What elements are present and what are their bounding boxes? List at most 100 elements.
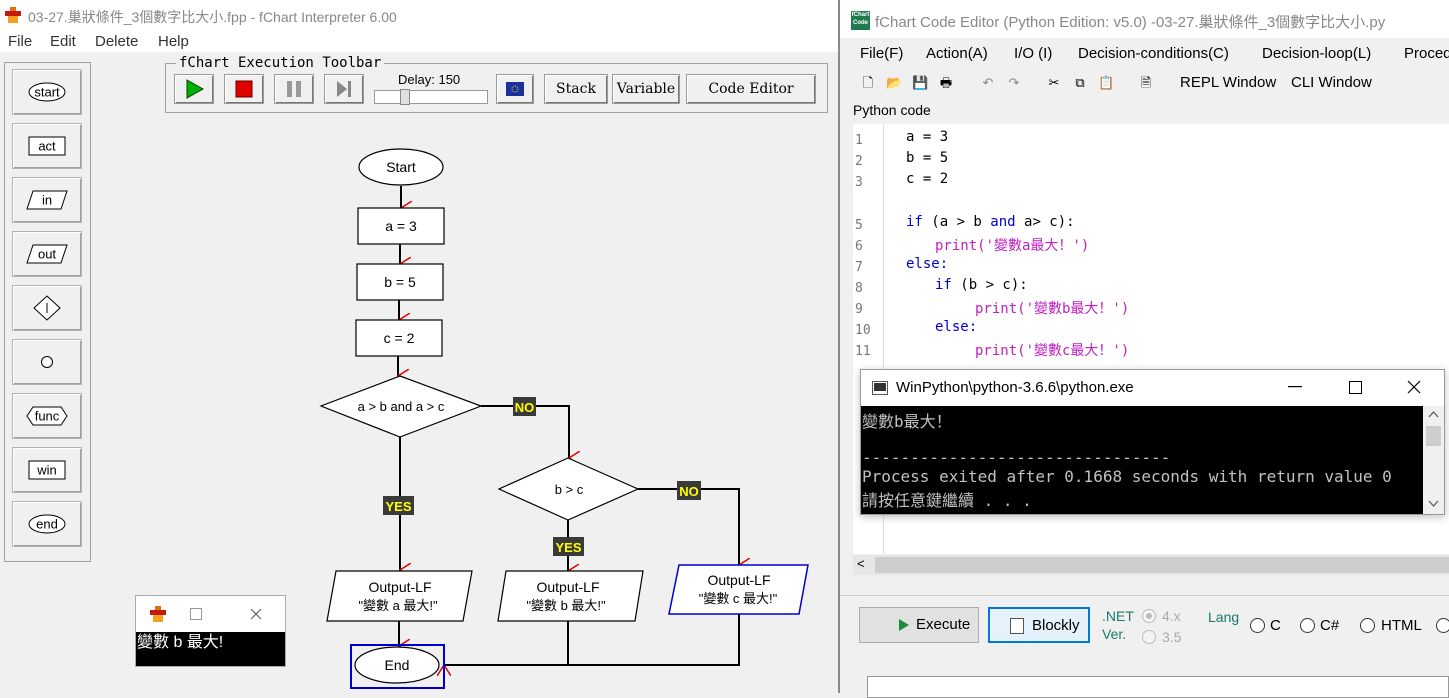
flow-output-c-node[interactable] [668, 564, 809, 615]
scroll-left-icon[interactable]: < [857, 556, 865, 571]
palette-end-button[interactable]: end [12, 501, 82, 547]
menu-file[interactable]: File [8, 33, 33, 50]
save-icon[interactable]: 💾 [912, 75, 929, 90]
run-button[interactable] [174, 74, 214, 104]
palette-act-button[interactable]: act [12, 123, 82, 169]
fchart-mini-icon [150, 606, 166, 622]
radio-lang-c[interactable] [1250, 618, 1265, 633]
palette-out-label: out [37, 246, 57, 262]
radio-lang-csharp[interactable] [1300, 618, 1315, 633]
console-line: 請按任意鍵繼續 . . . [862, 491, 1032, 510]
radio-lang-html[interactable] [1360, 618, 1375, 633]
radio-lang-more[interactable] [1436, 618, 1449, 633]
open-folder-icon[interactable]: 📂 [886, 75, 903, 90]
flow-assign-c-text: c = 2 [384, 330, 415, 346]
palette-func-button[interactable]: func [12, 393, 82, 439]
delay-label: Delay: 150 [398, 72, 461, 87]
code-line: print('變數a最大！') [935, 235, 1089, 255]
yes-label-2-bg [553, 537, 584, 556]
close-icon[interactable] [250, 608, 262, 620]
flow-assign-c-node[interactable] [355, 319, 443, 357]
flow-decision-1-node[interactable] [319, 375, 483, 438]
flow-assign-a-text: a = 3 [385, 218, 417, 234]
flow-assign-a-node[interactable] [357, 207, 445, 245]
flow-end-node[interactable] [354, 646, 440, 684]
lang-label: Lang [1208, 609, 1240, 625]
flow-start-node[interactable] [358, 148, 444, 186]
palette-connector-button[interactable] [12, 339, 82, 385]
stack-button[interactable]: Stack [544, 74, 608, 104]
cut-icon[interactable]: ✂ [1048, 75, 1060, 90]
menu-file-f[interactable]: File(F) [860, 45, 904, 62]
palette-out-button[interactable]: out [12, 231, 82, 277]
pause-button[interactable] [274, 74, 314, 104]
code-editor-menubar: File(F) Action(A) I/O (I) Decision-condi… [840, 40, 1449, 68]
play-icon [186, 79, 205, 99]
code-line: else: [906, 256, 949, 272]
yes-label-2: YES [555, 540, 581, 555]
flow-output-a-node[interactable] [326, 570, 473, 622]
scrollbar-thumb[interactable] [1426, 426, 1441, 446]
new-file-icon[interactable]: 🗋 [862, 75, 874, 90]
palette-start-button[interactable]: start [12, 69, 82, 115]
window-box-icon [28, 460, 66, 480]
menu-action[interactable]: Action(A) [926, 45, 988, 62]
scroll-up-icon[interactable] [1428, 410, 1439, 418]
execute-play-icon [899, 619, 909, 631]
menu-procedure[interactable]: Proced [1404, 45, 1449, 62]
code-horizontal-scrollbar[interactable]: < [853, 555, 1449, 575]
scrollbar-thumb[interactable] [875, 557, 1449, 573]
copy-icon[interactable]: ⧉ [1075, 75, 1085, 90]
scroll-down-icon[interactable] [1428, 500, 1439, 508]
execute-button[interactable]: Execute [859, 607, 979, 643]
maximize-icon[interactable] [190, 608, 202, 620]
variable-button[interactable]: Variable [612, 74, 680, 104]
print-icon[interactable]: 🖶 [939, 75, 953, 90]
blockly-button[interactable]: Blockly [988, 607, 1090, 643]
stop-icon [235, 80, 253, 98]
menu-decision-conditions[interactable]: Decision-conditions(C) [1078, 45, 1229, 62]
output-textbox[interactable] [867, 676, 1449, 698]
paste-icon[interactable]: 📋 [1098, 75, 1115, 90]
redo-icon[interactable]: ↷ [1008, 75, 1020, 90]
menu-edit[interactable]: Edit [50, 33, 76, 50]
fchart-app-icon [5, 7, 21, 23]
code-text: ) [1120, 301, 1130, 317]
code-editor-window: fChart Code fChart Code Editor (Python E… [838, 0, 1449, 698]
menu-help[interactable]: Help [158, 33, 189, 50]
step-button[interactable] [324, 74, 364, 104]
console-vertical-scrollbar[interactable] [1423, 406, 1444, 514]
palette-win-button[interactable]: win [12, 447, 82, 493]
code-text: a> c): [1015, 214, 1075, 230]
delay-slider[interactable] [374, 89, 488, 105]
stop-button[interactable] [224, 74, 264, 104]
code-string: '變數b最大！' [1025, 301, 1121, 317]
menu-decision-loop[interactable]: Decision-loop(L) [1262, 45, 1372, 62]
radio-net-4x[interactable] [1142, 609, 1156, 623]
maximize-icon[interactable] [1349, 381, 1362, 394]
undo-icon[interactable]: ↶ [982, 75, 994, 90]
function-hexagon-icon [26, 406, 68, 426]
minimize-icon[interactable] [1288, 386, 1302, 388]
flow-output-b-node[interactable] [497, 570, 644, 622]
flag-button[interactable] [496, 74, 534, 104]
document-icon[interactable]: 🗎 [1140, 75, 1152, 90]
radio-net-35[interactable] [1142, 630, 1156, 644]
delay-slider-thumb[interactable] [400, 89, 410, 105]
end-terminal-icon [28, 514, 66, 534]
flow-assign-b-node[interactable] [356, 263, 444, 301]
code-line: else: [935, 319, 978, 335]
menu-io[interactable]: I/O (I) [1014, 45, 1053, 62]
code-editor-button[interactable]: Code Editor [686, 74, 816, 104]
flow-end-text: End [385, 657, 410, 673]
close-icon[interactable] [1407, 380, 1421, 394]
cli-window-button[interactable]: CLI Window [1291, 74, 1372, 91]
python-code-label: Python code [853, 102, 931, 118]
palette-in-button[interactable]: in [12, 177, 82, 223]
palette-decision-button[interactable] [12, 285, 82, 331]
menu-delete[interactable]: Delete [95, 33, 139, 50]
flow-decision-2-node[interactable] [497, 457, 640, 521]
keyword-and: and [990, 214, 1016, 230]
repl-window-button[interactable]: REPL Window [1180, 74, 1277, 91]
code-line: print('變數b最大！') [975, 298, 1129, 318]
